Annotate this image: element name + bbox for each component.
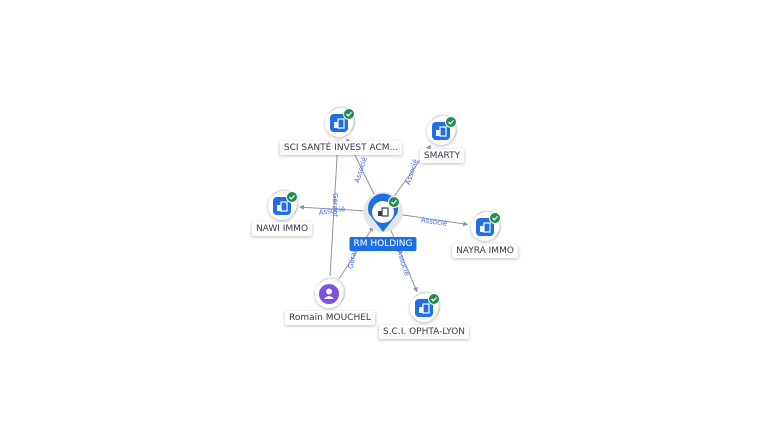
check-mark bbox=[391, 199, 397, 205]
edge-label: Associé bbox=[420, 216, 447, 228]
node-label-romain[interactable]: Romain MOUCHEL bbox=[285, 311, 375, 325]
building-block bbox=[378, 211, 382, 216]
node-label-smarty[interactable]: SMARTY bbox=[419, 149, 465, 163]
node-label-nawi[interactable]: NAWI IMMO bbox=[251, 222, 313, 236]
verified-check-icon bbox=[343, 108, 355, 120]
node-nayra[interactable] bbox=[471, 210, 502, 241]
edge-romain-sci bbox=[329, 139, 341, 277]
building-icon bbox=[273, 197, 291, 215]
check-mark bbox=[492, 215, 498, 221]
node-label-nayra[interactable]: NAYRA IMMO bbox=[452, 244, 518, 258]
person-body bbox=[324, 296, 334, 299]
building-icon bbox=[330, 114, 348, 132]
building-icon bbox=[378, 207, 389, 217]
edge-label: Associé bbox=[404, 158, 420, 186]
node-nawi[interactable] bbox=[268, 189, 299, 220]
nodes-layer bbox=[268, 106, 502, 322]
building-tower bbox=[483, 222, 491, 233]
building-tower bbox=[381, 207, 389, 217]
check-mark bbox=[448, 119, 454, 125]
building-block bbox=[419, 307, 423, 313]
node-sci[interactable] bbox=[325, 106, 356, 137]
check-mark bbox=[346, 111, 352, 117]
building-block bbox=[436, 130, 440, 136]
building-tower bbox=[439, 126, 447, 137]
edge-center-nawi bbox=[298, 204, 366, 212]
node-smarty[interactable] bbox=[427, 114, 458, 145]
building-block bbox=[277, 205, 281, 211]
building-block bbox=[334, 122, 338, 128]
building-tower bbox=[280, 201, 288, 212]
building-tower bbox=[337, 118, 345, 129]
edge-center-nayra bbox=[400, 214, 469, 227]
node-romain[interactable] bbox=[315, 277, 346, 308]
node-center[interactable] bbox=[363, 192, 403, 232]
building-block bbox=[480, 226, 484, 232]
center-node-label[interactable]: RM HOLDING bbox=[349, 237, 417, 251]
verified-check-icon bbox=[286, 191, 298, 203]
verified-check-icon bbox=[445, 116, 457, 128]
building-tower bbox=[422, 303, 430, 314]
center-disc bbox=[372, 201, 394, 223]
verified-check-icon bbox=[428, 293, 440, 305]
edge-label: Gérant bbox=[331, 193, 339, 217]
node-label-ophta[interactable]: S.C.I. OPHTA-LYON bbox=[378, 325, 470, 339]
building-icon bbox=[432, 122, 450, 140]
person-icon bbox=[319, 284, 339, 304]
person-head bbox=[326, 288, 332, 295]
check-mark bbox=[289, 194, 295, 200]
node-label-sci[interactable]: SCI SANTÉ INVEST ACM... bbox=[279, 141, 403, 155]
verified-check-icon bbox=[489, 212, 501, 224]
check-mark bbox=[431, 296, 437, 302]
building-icon bbox=[476, 218, 494, 236]
edge-label: Associé bbox=[318, 205, 345, 217]
edge-romain-center bbox=[338, 226, 374, 280]
node-ophta[interactable] bbox=[410, 291, 441, 322]
verified-check-icon bbox=[388, 196, 400, 208]
building-icon bbox=[415, 299, 433, 317]
edge-label: Associé bbox=[395, 249, 411, 277]
